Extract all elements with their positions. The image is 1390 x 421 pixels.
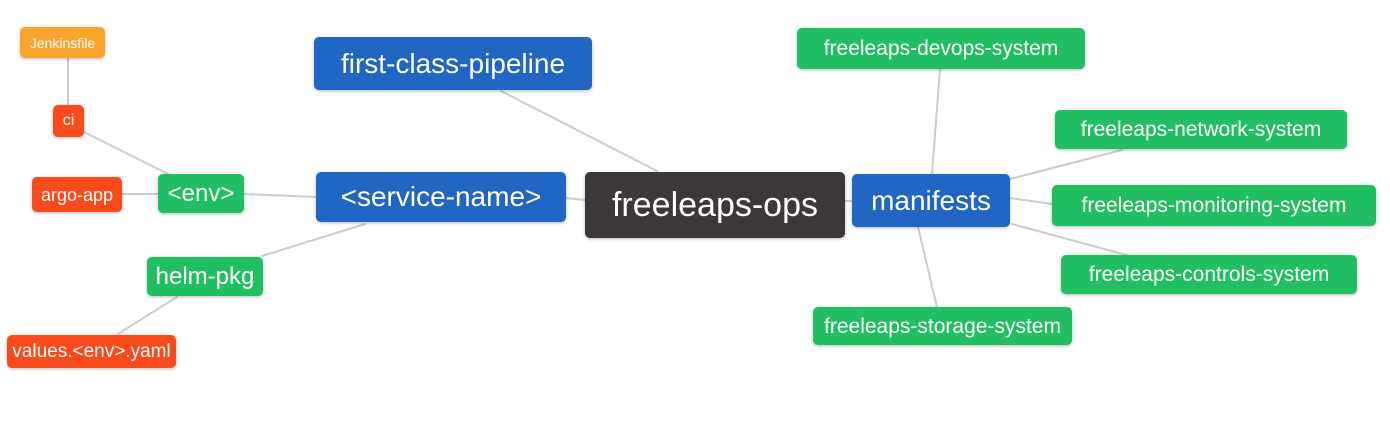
node-freeleaps-storage-system[interactable]: freeleaps-storage-system (813, 307, 1072, 345)
edge-manifests-network (1009, 149, 1123, 180)
node-manifests[interactable]: manifests (852, 174, 1010, 227)
edge-manifests-monitoring (1009, 197, 1053, 205)
edge-manifests-storage (917, 226, 938, 308)
edge-helmpkg-values (117, 296, 178, 335)
node-freeleaps-ops[interactable]: freeleaps-ops (585, 172, 845, 238)
node-argo-app[interactable]: argo-app (32, 177, 122, 212)
edge-ci-env (83, 131, 173, 177)
node-freeleaps-controls-system[interactable]: freeleaps-controls-system (1061, 255, 1357, 294)
edge-servicename-freeleapsops (565, 197, 586, 201)
edge-servicename-helmpkg (261, 223, 366, 257)
edge-manifests-controls (1011, 223, 1131, 257)
node-freeleaps-devops-system[interactable]: freeleaps-devops-system (797, 28, 1085, 69)
node-values-env-yaml[interactable]: values.<env>.yaml (7, 335, 176, 368)
node-first-class-pipeline[interactable]: first-class-pipeline (314, 37, 592, 90)
node-helm-pkg[interactable]: helm-pkg (147, 257, 263, 296)
node-freeleaps-monitoring-system[interactable]: freeleaps-monitoring-system (1052, 185, 1376, 226)
node-ci[interactable]: ci (53, 105, 84, 137)
node-service-name[interactable]: <service-name> (316, 172, 566, 222)
node-freeleaps-network-system[interactable]: freeleaps-network-system (1055, 110, 1347, 149)
node-jenkinsfile[interactable]: Jenkinsfile (20, 27, 105, 58)
edge-env-servicename (243, 193, 317, 198)
node-env[interactable]: <env> (158, 174, 244, 213)
edge-pipeline-freeleapsops (500, 90, 658, 172)
edge-manifests-devops (931, 68, 941, 175)
